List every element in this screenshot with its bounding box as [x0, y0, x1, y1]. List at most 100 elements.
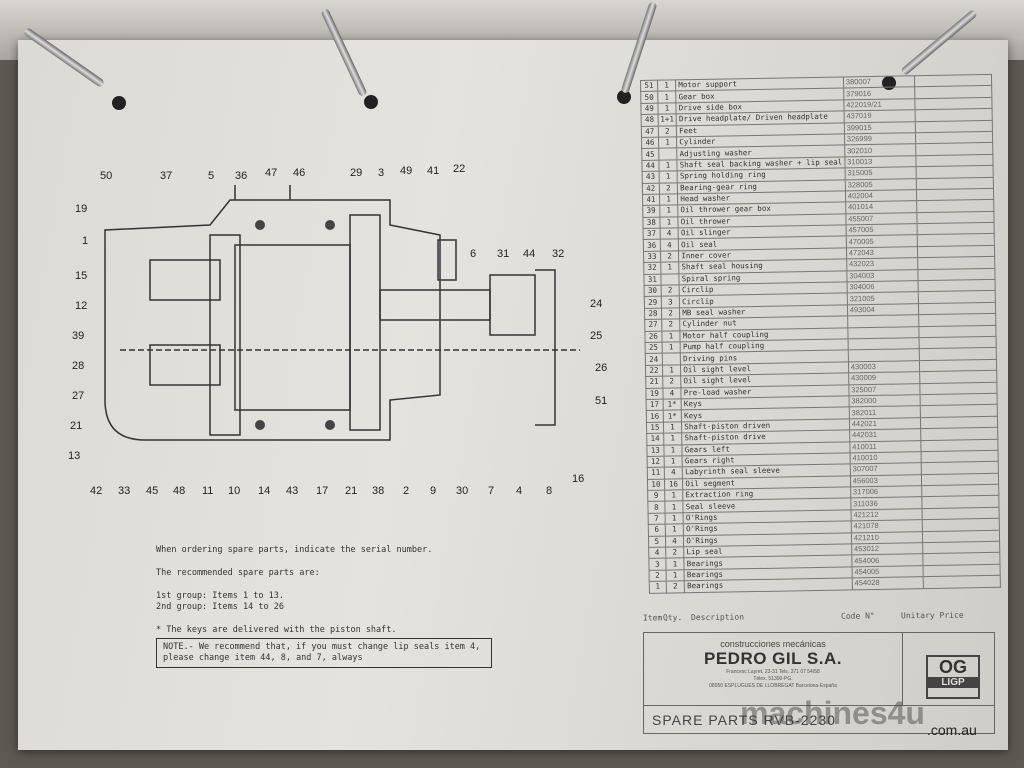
part-callout: 28 — [72, 360, 85, 372]
binder-hole — [882, 76, 896, 90]
item-cell: 30 — [644, 285, 661, 297]
item-cell: 49 — [640, 102, 658, 115]
item-cell: 17 — [646, 399, 663, 411]
part-callout: 50 — [100, 170, 113, 182]
group-1: 1st group: Items 1 to 13. — [156, 591, 284, 601]
address-line: 08950 ESPLUGUES DE LLOBREGAT Barcelona-E… — [709, 683, 837, 689]
binder-hole — [617, 90, 631, 104]
part-callout: 1 — [82, 235, 89, 247]
item-cell: 10 — [647, 478, 665, 491]
qty-cell: 3 — [660, 296, 680, 308]
item-cell: 51 — [640, 80, 658, 92]
company-logo: OG LIGP — [926, 655, 980, 699]
lip-seal-note: NOTE.- We recommend that, if you must ch… — [156, 638, 492, 668]
part-callout: 8 — [546, 485, 553, 497]
item-cell: 3 — [648, 558, 666, 571]
qty-cell: 4 — [659, 239, 679, 252]
qty-cell: 1 — [663, 421, 682, 434]
item-cell: 6 — [648, 524, 666, 537]
qty-cell: 1 — [662, 364, 681, 377]
qty-cell: 4 — [665, 535, 684, 548]
part-callout: 36 — [235, 170, 248, 182]
qty-cell: 1+1 — [657, 114, 677, 126]
company-subtitle: construcciones mecánicas — [720, 639, 826, 649]
qty-cell: 2 — [665, 546, 685, 559]
part-callout: 44 — [523, 248, 536, 260]
qty-cell: 1 — [661, 341, 681, 354]
description-cell: Bearings — [684, 578, 853, 593]
qty-cell: 1 — [663, 455, 683, 468]
part-callout: 32 — [552, 248, 565, 260]
part-callout: 49 — [400, 165, 413, 177]
qty-cell: 1 — [657, 91, 677, 103]
company-name: PEDRO GIL S.A. — [704, 649, 842, 668]
col-item: Item — [642, 613, 663, 623]
part-callout: 41 — [427, 165, 440, 177]
part-callout: 12 — [75, 300, 88, 312]
item-cell: 8 — [647, 501, 665, 514]
item-cell: 37 — [643, 228, 660, 240]
logo-top: OG — [938, 657, 967, 677]
recommended-heading: The recommended spare parts are: — [156, 568, 320, 578]
part-callout: 15 — [75, 270, 88, 282]
part-callout: 29 — [350, 167, 363, 179]
part-callout: 6 — [470, 248, 477, 260]
qty-cell: 1 — [665, 558, 685, 570]
part-callout: 42 — [90, 485, 103, 497]
item-cell: 13 — [646, 444, 664, 457]
qty-cell: 2 — [660, 284, 680, 297]
watermark-domain: .com.au — [927, 722, 977, 738]
item-cell: 28 — [644, 307, 662, 320]
qty-cell — [660, 273, 680, 286]
qty-cell — [661, 353, 681, 365]
title-block: construcciones mecánicas PEDRO GIL S.A. … — [643, 632, 995, 734]
part-callout: 51 — [595, 395, 608, 407]
qty-cell: 2 — [660, 250, 679, 263]
col-description: Description — [690, 612, 745, 623]
item-cell: 44 — [641, 159, 659, 172]
part-callout: 38 — [372, 485, 385, 497]
part-callout: 5 — [208, 170, 215, 182]
qty-cell: 1 — [664, 512, 684, 525]
part-callout: 19 — [75, 203, 88, 215]
part-callout: 16 — [572, 473, 585, 485]
qty-cell: 1 — [657, 79, 676, 92]
item-cell: 31 — [643, 273, 661, 286]
part-callout: 7 — [488, 485, 495, 497]
code-cell: 454028 — [852, 576, 924, 590]
item-cell: 9 — [647, 490, 665, 502]
ordering-instruction: When ordering spare parts, indicate the … — [156, 545, 433, 555]
item-cell: 16 — [646, 410, 664, 423]
part-callout: 46 — [293, 167, 306, 179]
part-callout: 11 — [202, 485, 214, 497]
qty-cell: 1 — [661, 330, 681, 343]
part-callout: 30 — [456, 485, 469, 497]
item-cell: 29 — [644, 296, 662, 309]
part-callout: 22 — [453, 163, 466, 175]
qty-cell: 4 — [659, 227, 679, 240]
qty-cell: 1 — [660, 262, 680, 274]
part-callout: 4 — [516, 485, 523, 497]
price-cell — [923, 575, 1001, 589]
part-callout: 48 — [173, 485, 186, 497]
item-cell: 42 — [642, 182, 660, 195]
item-cell: 39 — [642, 205, 660, 218]
item-cell: 32 — [643, 262, 661, 275]
qty-cell: 1 — [659, 216, 679, 229]
qty-cell: 1 — [663, 444, 683, 457]
qty-cell: 2 — [657, 125, 677, 138]
qty-cell: 16 — [664, 478, 683, 491]
qty-cell: 1 — [658, 159, 678, 172]
item-cell: 11 — [647, 467, 665, 480]
address-line: Télex. 51300-PG. — [753, 676, 793, 682]
part-callout: 9 — [430, 485, 437, 497]
address-line: Francesc Layret, 23-31 Tels. 371 07 54/5… — [726, 669, 820, 675]
item-cell: 12 — [647, 456, 664, 468]
qty-cell: 2 — [665, 580, 685, 593]
part-callout: 26 — [595, 362, 608, 374]
qty-cell: 1 — [658, 170, 678, 183]
item-cell: 24 — [645, 353, 663, 366]
col-qty: Qty. — [662, 613, 683, 623]
